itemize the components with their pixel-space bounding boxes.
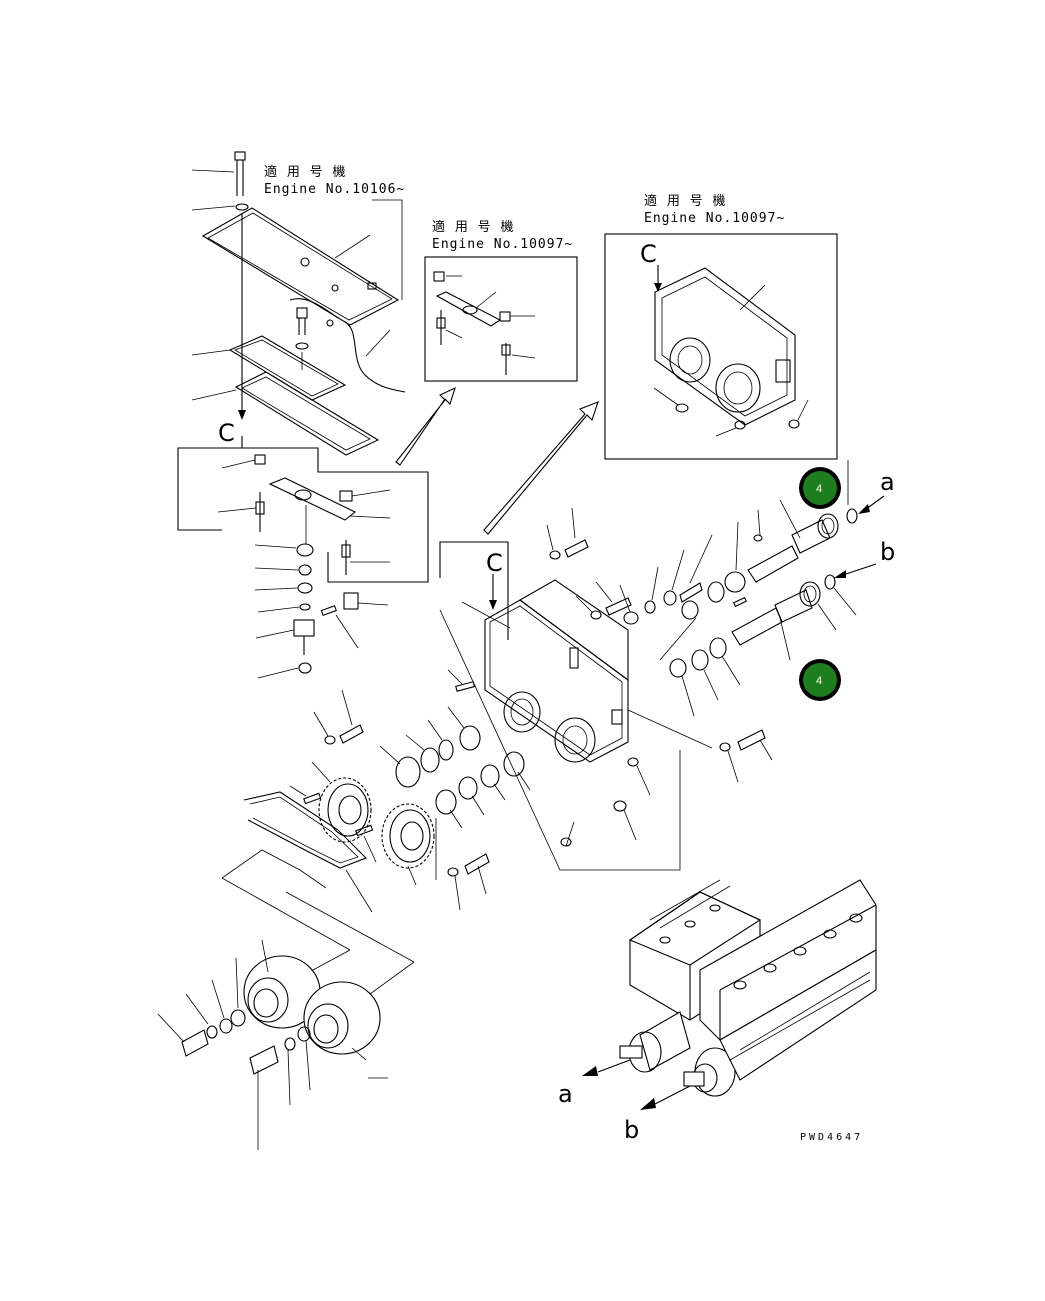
arrow-label-a-bottom: a [558,1080,573,1108]
applicable-label-3: 適 用 号 機 [644,193,726,209]
lower-pulleys [157,939,388,1150]
engine-no-label-1: Engine No.10106~ [264,182,405,197]
top-cover-assembly: C [191,151,406,456]
arrow-label-b-bottom: b [624,1116,639,1144]
inset-box-middle [424,256,578,382]
shaft-assembly-a: 4 [659,460,858,661]
engine-no-label-2: Engine No.10097~ [432,237,573,252]
arrow-label-b-top: b [880,538,895,566]
arrow-label-a-top: a [880,468,895,496]
inset-box-right: C [604,233,838,460]
applicable-label-2: 適 用 号 機 [432,219,514,235]
engine-no-label-3: Engine No.10097~ [644,211,785,226]
direction-arrows-ab: a b [834,468,895,578]
callout-badge-2-text: 4 [816,675,822,687]
fuel-pump-illustration [582,879,877,1110]
applicable-label-1: 適 用 号 機 [264,164,346,180]
gear-train [221,689,531,995]
view-c-label-center: C [486,549,503,577]
yoke-bracket-box [177,436,429,583]
shaft-assembly-b: 4 [669,574,857,717]
small-parts-column [254,543,389,679]
pointer-arrows [395,386,599,535]
callout-badge-1 [803,471,837,505]
drawing-id: PWD4647 [800,1132,863,1143]
callout-badge-2 [803,663,837,697]
view-c-label-left: C [218,419,235,447]
upper-bolts [546,507,713,625]
main-gear-housing: C [439,541,681,871]
callout-badge-1-text: 4 [816,483,822,495]
view-c-label-right: C [640,240,657,268]
